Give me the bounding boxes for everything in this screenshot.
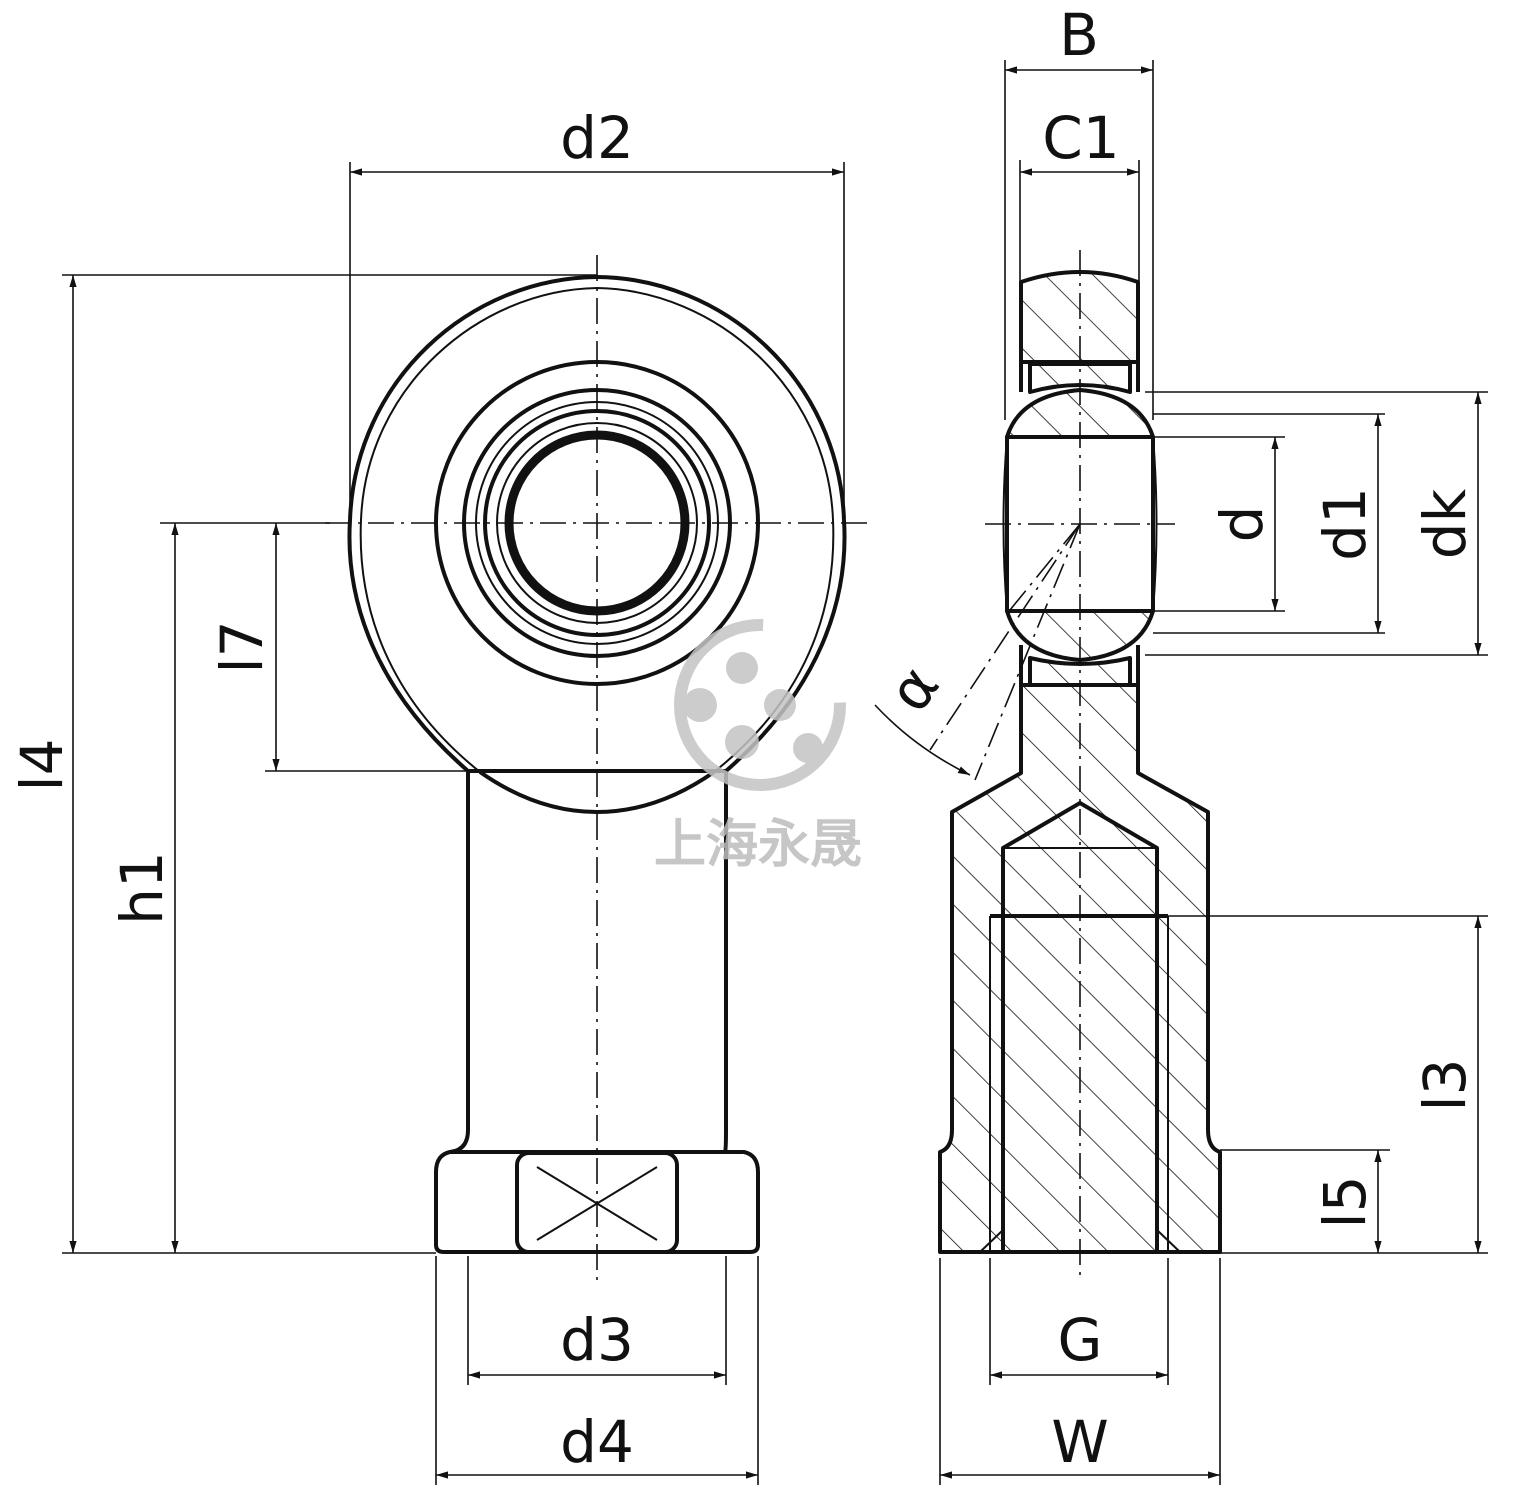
label-d3: d3	[560, 1306, 634, 1374]
label-dk: dk	[1411, 488, 1479, 559]
label-W: W	[1051, 1408, 1108, 1476]
label-d4: d4	[560, 1408, 634, 1476]
front-view	[325, 255, 870, 1280]
side-body-section	[938, 683, 1222, 1254]
watermark-logo-ring	[674, 619, 846, 791]
label-l4: l4	[8, 738, 76, 791]
label-d: d	[1208, 506, 1276, 543]
label-G: G	[1058, 1306, 1103, 1374]
label-l7: l7	[208, 620, 276, 673]
label-B: B	[1059, 1, 1099, 69]
label-d2: d2	[560, 104, 634, 172]
label-l3: l3	[1411, 1058, 1479, 1111]
label-alpha: α	[875, 653, 953, 723]
watermark-text: 上海永晟	[654, 815, 862, 875]
label-l5: l5	[1311, 1175, 1379, 1228]
front-eye-bottom-arc	[478, 770, 716, 814]
label-d1: d1	[1311, 487, 1379, 561]
front-hex-nut	[434, 1150, 760, 1254]
side-section-view	[929, 250, 1222, 1280]
side-race-top	[1028, 362, 1132, 394]
watermark: 上海永晟	[654, 619, 862, 875]
label-C1: C1	[1042, 104, 1119, 172]
dim-alpha-arc	[874, 704, 971, 776]
label-h1: h1	[108, 851, 176, 925]
